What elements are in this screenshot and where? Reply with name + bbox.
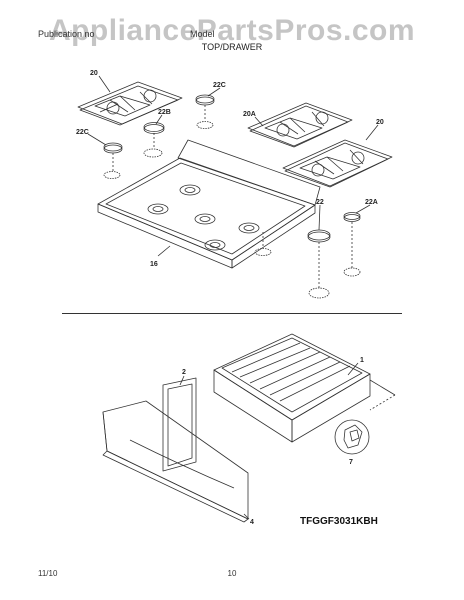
section-title: TOP/DRAWER (201, 42, 263, 52)
leader-lines-bottom (179, 362, 359, 520)
burner-caps-right (254, 212, 361, 299)
callout-22c-left: 22C (76, 129, 89, 136)
watermark-text: AppliancePartsPros.com (48, 14, 416, 47)
callout-22c-top: 22C (213, 82, 226, 89)
callout-20a: 20A (243, 111, 256, 118)
section-divider (62, 313, 402, 314)
footer-date: 11/10 (38, 569, 58, 578)
footer-page-number: 10 (227, 569, 237, 578)
model-code: TFGGF3031KBH (300, 516, 378, 527)
callout-22b: 22B (158, 109, 171, 116)
bracket-detail (334, 419, 370, 455)
drawer-front-panel (102, 400, 249, 523)
callout-7: 7 (349, 459, 353, 466)
callout-2: 2 (182, 369, 186, 376)
cooktop-main-top (97, 139, 321, 269)
callout-20-left: 20 (90, 70, 98, 77)
grate-center-right (247, 102, 353, 148)
drawer-panel-frame (162, 377, 197, 472)
model-label: Model (190, 29, 215, 39)
burner-caps-left (103, 94, 215, 179)
publication-label: Publication no (38, 29, 95, 39)
callout-1: 1 (360, 357, 364, 364)
drawer-box (213, 333, 396, 443)
grate-left (77, 81, 183, 126)
callout-22: 22 (316, 199, 324, 206)
callout-4: 4 (250, 519, 254, 526)
callout-20-right: 20 (376, 119, 384, 126)
leader-lines-top (87, 75, 379, 257)
grate-right (282, 139, 393, 188)
callout-22a: 22A (365, 199, 378, 206)
callout-16: 16 (150, 261, 158, 268)
